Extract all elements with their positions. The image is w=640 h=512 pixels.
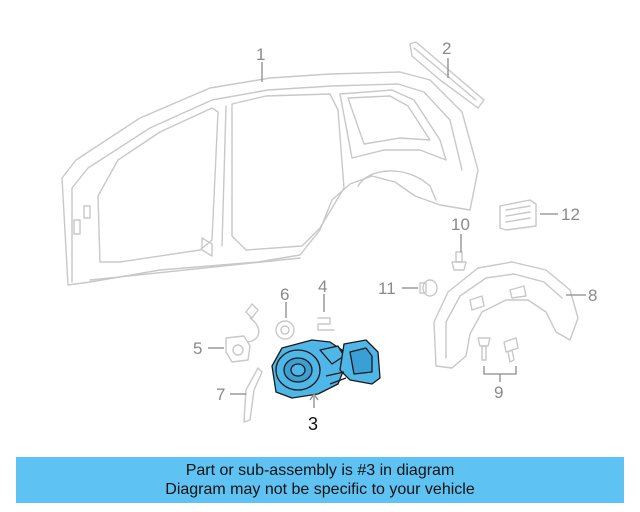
clip-block: [499, 199, 537, 231]
callout-5: 5: [193, 339, 202, 358]
callout-9: 9: [494, 383, 503, 402]
clip-wire: [317, 317, 335, 331]
callout-6: 6: [280, 285, 289, 304]
plug: [419, 279, 438, 297]
callouts: 1 2 3 4 5 6 7 8 9 10 11 12: [193, 39, 597, 434]
callout-7: 7: [216, 385, 225, 404]
actuator: [225, 303, 260, 363]
fuel-door-housing: [271, 339, 381, 399]
tube: [243, 367, 263, 423]
grommet: [275, 320, 295, 340]
trim-strip: [409, 41, 485, 109]
push-pin: [451, 251, 467, 271]
body-side-panel: [61, 71, 479, 286]
banner-line-1: Part or sub-assembly is #3 in diagram: [185, 462, 455, 479]
screws: [477, 337, 519, 363]
callout-8: 8: [588, 286, 597, 305]
banner-line-2: Diagram may not be specific to your vehi…: [165, 481, 475, 498]
info-banner: Part or sub-assembly is #3 in diagram Di…: [16, 457, 624, 503]
callout-10: 10: [451, 215, 470, 234]
callout-12: 12: [561, 205, 580, 224]
callout-11: 11: [378, 279, 396, 298]
callout-2: 2: [442, 39, 451, 58]
leader-lines: [208, 58, 586, 408]
wheelhouse-liner: [433, 261, 579, 369]
callout-1: 1: [256, 45, 265, 64]
callout-3: 3: [308, 414, 318, 434]
callout-4: 4: [318, 277, 327, 296]
